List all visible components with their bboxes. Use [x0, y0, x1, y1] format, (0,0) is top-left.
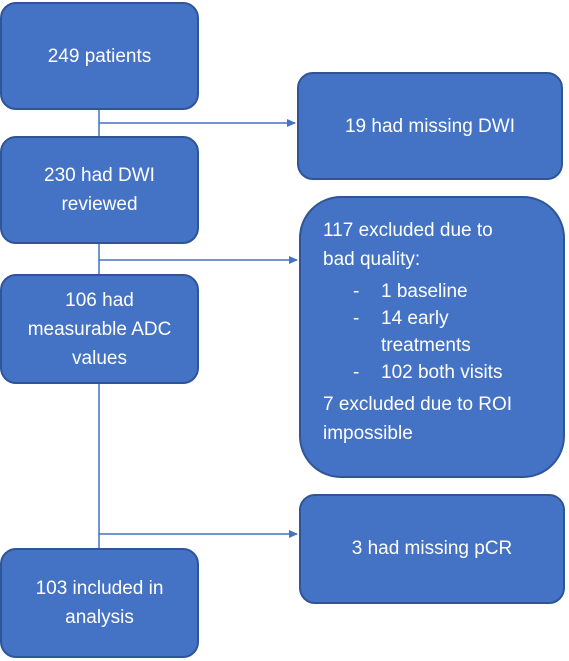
exclusion-box-missing-dwi: 19 had missing DWI	[297, 72, 563, 180]
step-label-line1: 230 had DWI	[44, 165, 155, 186]
step-box-230-dwi-reviewed: 230 had DWI reviewed	[0, 136, 199, 244]
roi-line2: impossible	[323, 423, 413, 444]
breakdown-item-baseline: 1 baseline	[353, 278, 502, 305]
breakdown-item-early-treatments: 14 early treatments	[353, 305, 501, 359]
step-box-249-patients: 249 patients	[0, 2, 199, 110]
exclusion-box-missing-pcr: 3 had missing pCR	[299, 494, 565, 604]
step-label-line3: values	[72, 347, 127, 369]
exclusion-box-bad-quality: 117 excluded due to bad quality: 1 basel…	[299, 196, 565, 478]
step-label-line1: 103 included in	[35, 578, 164, 599]
bad-quality-line1: 117 excluded due to	[323, 220, 493, 241]
step-label-line1: 106 had	[65, 289, 134, 311]
breakdown-item-both-visits: 102 both visits	[353, 359, 502, 386]
bad-quality-line2: bad quality:	[323, 249, 421, 270]
step-box-106-measurable-adc: 106 had measurable ADC values	[0, 274, 199, 384]
step-label: 249 patients	[47, 45, 152, 67]
exclusion-label: 3 had missing pCR	[351, 538, 513, 559]
step-box-103-included: 103 included in analysis	[0, 548, 199, 658]
step-label-line2: reviewed	[61, 194, 138, 215]
exclusion-label: 19 had missing DWI	[344, 115, 515, 137]
step-label-line2: measurable ADC	[27, 318, 172, 340]
step-label-line2: analysis	[65, 607, 134, 628]
bad-quality-breakdown-list: 1 baseline 14 early treatments 102 both …	[323, 278, 502, 386]
roi-line1: 7 excluded due to ROI	[323, 394, 513, 415]
